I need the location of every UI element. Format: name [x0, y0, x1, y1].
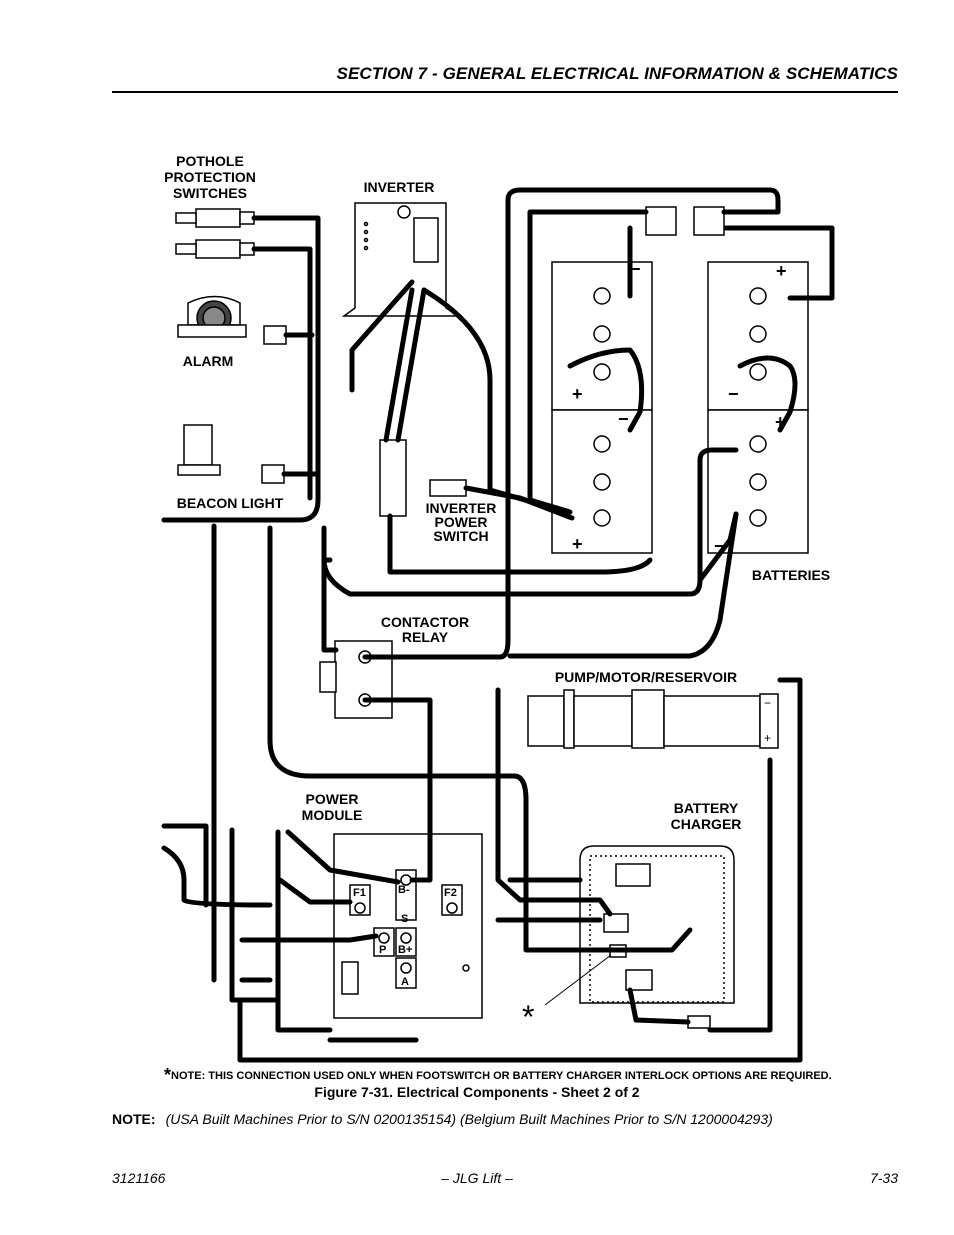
svg-text:S: S	[401, 913, 408, 925]
contactor-relay-device	[319, 640, 393, 719]
label-pothole-2: PROTECTION	[164, 169, 256, 185]
footer-doc-number: 3121166	[112, 1170, 166, 1186]
svg-text:+: +	[775, 412, 786, 432]
svg-text:+: +	[776, 261, 787, 281]
svg-text:−: −	[618, 409, 629, 429]
label-inverter-power-1: INVERTER	[426, 500, 497, 516]
interlock-leader-line	[544, 954, 612, 1006]
battery-bottom-right	[707, 409, 809, 554]
svg-text:+: +	[572, 384, 583, 404]
inverter-device	[341, 202, 461, 317]
svg-text:B+: B+	[398, 944, 412, 956]
svg-text:−: −	[764, 696, 771, 710]
label-power-module-2: MODULE	[302, 807, 363, 823]
power-module-terminal-labels: F1 B- S F2 P B+ A	[353, 884, 457, 988]
label-pump: PUMP/MOTOR/RESERVOIR	[555, 669, 737, 685]
svg-text:P: P	[379, 944, 386, 956]
pump-terminal-marks: − +	[764, 696, 771, 745]
label-battery-charger-1: BATTERY	[674, 800, 739, 816]
label-contactor-2: RELAY	[402, 629, 449, 645]
note-text: (USA Built Machines Prior to S/N 0200135…	[165, 1111, 773, 1127]
battery-charger-device	[579, 845, 735, 1004]
note-label: NOTE:	[112, 1111, 156, 1127]
section-header: SECTION 7 - GENERAL ELECTRICAL INFORMATI…	[336, 64, 898, 83]
power-module-device	[333, 833, 483, 1019]
svg-text:A: A	[401, 976, 409, 988]
interlock-asterisk: *	[522, 999, 534, 1035]
inverter-power-switch-connector	[379, 439, 467, 517]
label-batteries: BATTERIES	[752, 567, 830, 583]
svg-text:−: −	[714, 536, 725, 556]
svg-text:−: −	[630, 259, 641, 279]
label-power-module-1: POWER	[306, 791, 359, 807]
svg-text:+: +	[764, 731, 771, 745]
footer-center: – JLG Lift –	[441, 1170, 513, 1186]
label-beacon-light: BEACON LIGHT	[177, 495, 284, 511]
diagram-labels: POTHOLE PROTECTION SWITCHES INVERTER ALA…	[164, 153, 830, 832]
label-battery-charger-2: CHARGER	[671, 816, 742, 832]
label-inverter: INVERTER	[364, 179, 435, 195]
pump-motor-reservoir-device	[527, 689, 779, 749]
figure-caption: Figure 7-31. Electrical Components - She…	[314, 1084, 640, 1100]
alarm-device	[177, 295, 287, 345]
svg-text:F2: F2	[444, 887, 457, 899]
label-pothole-3: SWITCHES	[173, 185, 247, 201]
battery-disconnect	[645, 206, 725, 236]
svg-text:B-: B-	[398, 884, 410, 896]
footnote-star: *	[164, 1065, 172, 1085]
svg-text:−: −	[728, 384, 739, 404]
pothole-switch-bottom	[175, 239, 255, 259]
header-rule	[112, 91, 898, 93]
serial-note: NOTE: (USA Built Machines Prior to S/N 02…	[112, 1111, 773, 1127]
pothole-switch-top	[175, 208, 255, 228]
footer-page-number: 7-33	[869, 1170, 898, 1186]
svg-text:+: +	[572, 534, 583, 554]
footnote-text: NOTE: THIS CONNECTION USED ONLY WHEN FOO…	[171, 1070, 832, 1082]
label-alarm: ALARM	[183, 353, 234, 369]
label-pothole-1: POTHOLE	[176, 153, 244, 169]
footnote: *NOTE: THIS CONNECTION USED ONLY WHEN FO…	[164, 1063, 832, 1085]
battery-polarity-marks: − + + − − + + −	[572, 259, 787, 556]
label-inverter-power-2: POWER	[435, 514, 488, 530]
beacon-device	[177, 424, 285, 484]
charger-plug	[687, 1015, 711, 1029]
wiring-harness	[161, 187, 835, 1063]
svg-text:F1: F1	[353, 887, 366, 899]
label-inverter-power-3: SWITCH	[433, 528, 488, 544]
battery-top-left	[551, 261, 653, 411]
battery-bottom-left	[551, 409, 653, 554]
battery-top-right	[707, 261, 809, 411]
label-contactor-1: CONTACTOR	[381, 614, 469, 630]
